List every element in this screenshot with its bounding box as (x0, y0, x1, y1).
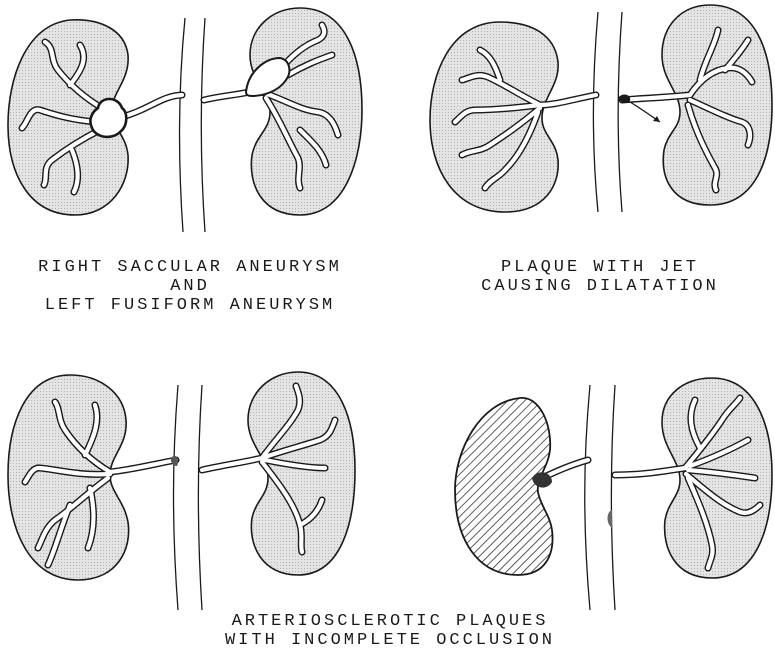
caption-plaque-jet: PLAQUE WITH JET CAUSING DILATATION (440, 258, 760, 296)
caption-line: LEFT FUSIFORM ANEURYSM (10, 296, 370, 315)
caption-arteriosclerotic-plaques: ARTERIOSCLEROTIC PLAQUES WITH INCOMPLETE… (150, 612, 630, 650)
panel-plaques-left (8, 372, 355, 610)
aorta (201, 18, 205, 232)
panel-saccular-fusiform (8, 8, 362, 232)
caption-line: AND (10, 277, 370, 296)
plaque (608, 510, 613, 528)
caption-line: WITH INCOMPLETE OCCLUSION (150, 631, 630, 650)
panel-plaque-jet (430, 5, 772, 212)
panel-plaques-right (455, 378, 772, 610)
aorta (198, 385, 202, 610)
caption-line: ARTERIOSCLEROTIC PLAQUES (150, 612, 630, 631)
caption-line: CAUSING DILATATION (440, 277, 760, 296)
caption-line: PLAQUE WITH JET (440, 258, 760, 277)
caption-saccular-fusiform: RIGHT SACCULAR ANEURYSM AND LEFT FUSIFOR… (10, 258, 370, 315)
aorta (594, 12, 599, 212)
aorta (179, 18, 185, 232)
aorta (618, 12, 622, 212)
aorta (174, 385, 179, 610)
jet-arrow-head (653, 116, 660, 122)
aorta (585, 385, 590, 610)
aorta (611, 385, 615, 610)
caption-line: RIGHT SACCULAR ANEURYSM (10, 258, 370, 277)
